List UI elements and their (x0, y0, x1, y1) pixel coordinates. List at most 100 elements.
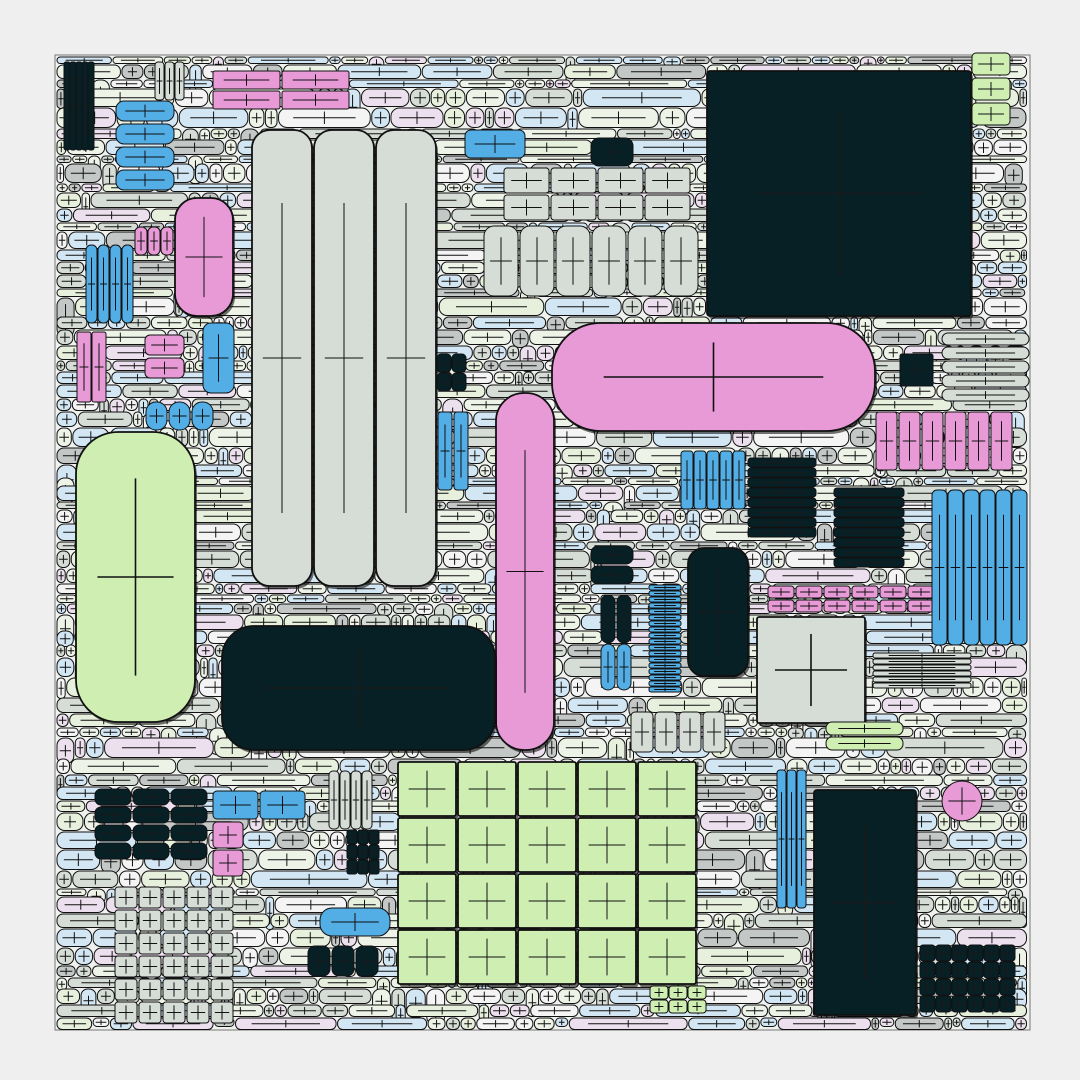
small-cap (56, 594, 78, 603)
small-cap (203, 568, 213, 583)
small-cap (509, 56, 566, 64)
small-cap (56, 329, 74, 345)
dark-grid-bottom-right-cell (983, 995, 1000, 1013)
blue-vertical-center-cell (437, 411, 453, 491)
small-cap (200, 657, 208, 678)
small-cap (460, 1017, 476, 1030)
blue-vertical-center (437, 411, 469, 491)
dark-cluster-right-cell (833, 547, 905, 558)
small-cap (871, 568, 888, 583)
grey-grid-bottom-left-cell (210, 909, 234, 932)
grey-stack-right-cell (941, 374, 1030, 388)
small-cap (772, 550, 785, 568)
pink-capsule-tall (495, 392, 556, 753)
large-component-layer (63, 52, 1030, 1024)
small-cap (562, 477, 614, 485)
small-cap (738, 541, 758, 550)
small-cap (961, 1017, 1015, 1030)
dark-pair-center-cell (590, 545, 634, 565)
small-cap (584, 727, 610, 737)
grey-grid-top-center-cell (597, 167, 644, 194)
dark-capsule-center (687, 547, 750, 679)
small-cap (820, 477, 838, 485)
dark-cluster-right (833, 487, 905, 568)
small-cap (465, 107, 485, 128)
small-cap (56, 677, 66, 699)
grey-grid-top-center-cell (550, 194, 597, 221)
grey-stack-right-cell (941, 332, 1030, 346)
small-cap (811, 56, 831, 64)
small-cap (409, 88, 431, 107)
small-cap (646, 523, 680, 541)
small-cap (431, 509, 484, 523)
grey-row-center (630, 711, 726, 753)
dark-square-small-bottom (346, 829, 380, 875)
small-cap (1006, 222, 1027, 231)
small-cap (498, 56, 509, 64)
small-cap (482, 541, 498, 550)
grey-tall-caps (251, 129, 438, 589)
blue-vertical-caps-cell (121, 244, 134, 324)
small-cap (215, 583, 224, 594)
small-cap (837, 477, 853, 485)
blue-columns-right-cell (947, 489, 964, 646)
small-cap (250, 870, 368, 888)
small-cap (563, 630, 603, 644)
small-cap (125, 398, 138, 411)
small-cap (466, 550, 487, 568)
dark-grid-bottom-right-cell (951, 978, 968, 996)
small-cap (371, 758, 388, 774)
small-cap (337, 64, 422, 79)
small-cap (213, 977, 318, 988)
small-cap (318, 977, 377, 988)
dark-square-small-bottom-cell (368, 859, 380, 875)
green-grid-bottom-cell (577, 817, 638, 875)
dark-small-center-cell (436, 353, 452, 373)
small-cap (604, 464, 656, 477)
small-cap (382, 947, 396, 967)
blue-cluster-center-cell (680, 450, 694, 510)
small-cap (79, 727, 100, 737)
small-cap (1017, 274, 1027, 288)
small-cap (141, 870, 190, 888)
small-cap (493, 371, 515, 384)
small-cap (555, 1017, 569, 1027)
blue-stack-top-left-cell (115, 169, 175, 191)
blue-round-trio-cell (145, 401, 168, 431)
small-cap (918, 913, 932, 928)
dark-grid-bottom-left (94, 788, 208, 860)
small-cap (690, 870, 741, 888)
grey-grid-bottom-left-cell (210, 932, 234, 955)
dark-square-small-bottom-cell (357, 844, 369, 860)
grey-cells-row-cell (483, 225, 519, 297)
dark-grid-bottom-right-cell (919, 995, 936, 1013)
dark-grid-bottom-right (919, 944, 1016, 1013)
blue-columns-right-cell (1011, 489, 1028, 646)
small-cap (850, 316, 859, 331)
small-cap (963, 657, 1027, 677)
green-grid-bottom-cell (637, 873, 698, 931)
small-cap (913, 477, 924, 486)
blue-pair-vert (600, 643, 632, 691)
small-cap (191, 56, 213, 64)
small-cap (92, 1017, 110, 1027)
blue-pair-bottom-cell (259, 790, 306, 820)
small-cap (442, 316, 473, 329)
blue-columns-right (931, 489, 1028, 646)
small-cap (56, 231, 68, 249)
small-cap (192, 464, 243, 477)
small-cap (972, 128, 986, 139)
small-cap (877, 758, 890, 774)
small-cap (86, 737, 104, 758)
dark-grid-bottom-right-cell (983, 944, 1000, 962)
pink-stack-left-cell (91, 331, 107, 403)
small-cap (946, 758, 966, 774)
small-cap (483, 56, 499, 64)
small-cap (768, 1004, 813, 1017)
grey-grid-bottom-left-cell (186, 909, 210, 932)
small-cap (264, 603, 277, 614)
grey-tall-caps-cell (313, 129, 376, 589)
small-cap (765, 568, 871, 583)
grey-grid-bottom-left-cell (138, 1001, 162, 1024)
